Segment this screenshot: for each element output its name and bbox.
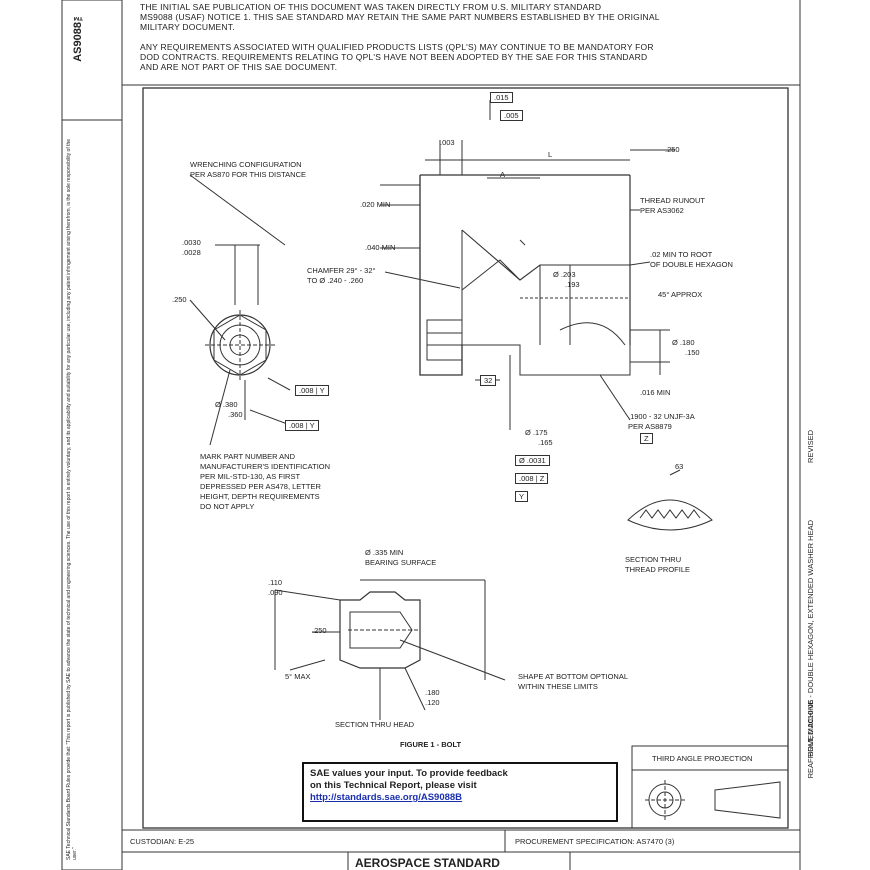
section-thread-label-2: THREAD PROFILE (625, 565, 691, 574)
dia-150: .150 (685, 348, 700, 357)
fcf-runout-1: .008 | Y (295, 385, 329, 396)
figure-caption: FIGURE 1 - BOLT (400, 740, 462, 749)
custodian: CUSTODIAN: E-25 (130, 837, 195, 846)
dim-0028: .0028 (182, 248, 201, 257)
doc-number-vertical: AS9088™ (72, 10, 84, 62)
header-note-3: MILITARY DOCUMENT. (140, 22, 235, 32)
section-head-label: SECTION THRU HEAD (335, 720, 415, 729)
dim-003: .003 (440, 138, 455, 147)
legal-notice: SAE Technical Standards Board Rules prov… (66, 138, 78, 860)
section-thread-label: SECTION THRU (625, 555, 682, 564)
dim-040min: .040 MIN (365, 243, 396, 252)
approx-note: 45° APPROX (658, 290, 703, 299)
fcf-runout-2: .008 | Y (285, 420, 319, 431)
header-note-6: AND ARE NOT PART OF THIS SAE DOCUMENT. (140, 62, 338, 72)
dia-360: .360 (228, 410, 243, 419)
dia-175: Ø .175 (525, 428, 548, 437)
root-note: .02 MIN TO ROOT (650, 250, 713, 259)
dia-203: Ø .203 (553, 270, 576, 279)
dim-0030: .0030 (182, 238, 201, 247)
shape-note: SHAPE AT BOTTOM OPTIONAL (518, 672, 629, 681)
header-note-4: ANY REQUIREMENTS ASSOCIATED WITH QUALIFI… (140, 42, 654, 52)
mark-note-5: HEIGHT, DEPTH REQUIREMENTS (200, 492, 320, 501)
dim-250-left: .250 (172, 295, 187, 304)
mark-note-4: DEPRESSED PER AS478, LETTER (200, 482, 321, 491)
dim-l: L (548, 150, 553, 159)
dim-63: 63 (675, 462, 684, 471)
dim-090: .090 (268, 588, 283, 597)
thread-spec: .1900 - 32 UNJF-3A (628, 412, 695, 421)
bearing-dia: Ø .335 MIN (365, 548, 404, 557)
shape-note-2: WITHIN THESE LIMITS (518, 682, 598, 691)
dia-165: .165 (538, 438, 553, 447)
header-note-1: THE INITIAL SAE PUBLICATION OF THIS DOCU… (140, 2, 602, 12)
projection-label: THIRD ANGLE PROJECTION (652, 754, 753, 763)
dim-016min: .016 MIN (640, 388, 671, 397)
rev-codes: REAFFIRMED 2010-06 (806, 700, 815, 779)
bearing-label: BEARING SURFACE (365, 558, 437, 567)
feedback-box: SAE values your input. To provide feedba… (302, 762, 618, 822)
fcf-b: .008 | Z (515, 473, 549, 484)
dia-180-right: Ø .180 (672, 338, 695, 347)
thread-runout-note: THREAD RUNOUT (640, 196, 705, 205)
procurement-spec: PROCUREMENT SPECIFICATION: AS7470 (3) (515, 837, 675, 846)
dim-250-top: .250 (665, 145, 680, 154)
feedback-line-2: on this Technical Report, please visit (310, 780, 477, 791)
fcf-c: Y (515, 491, 529, 502)
mark-note-6: DO NOT APPLY (200, 502, 255, 511)
dim-020min: .020 MIN (360, 200, 391, 209)
header-note-2: MS9088 (USAF) NOTICE 1. THIS SAE STANDAR… (140, 12, 660, 22)
mark-note-3: PER MIL-STD-130, AS FIRST (200, 472, 301, 481)
header-note-5: DoD CONTRACTS. REQUIREMENTS RELATING TO … (140, 52, 648, 62)
feedback-link[interactable]: http://standards.sae.org/AS9088B (310, 792, 463, 803)
mark-note-2: MANUFACTURER'S IDENTIFICATION (200, 462, 331, 471)
mark-note-1: MARK PART NUMBER AND (200, 452, 296, 461)
max-angle: 5° MAX (285, 672, 311, 681)
dia-193: .193 (565, 280, 580, 289)
root-note-2: OF DOUBLE HEXAGON (650, 260, 733, 269)
wrenching-note: WRENCHING CONFIGURATION (190, 160, 302, 169)
chamfer-note: CHAMFER 29° - 32° (307, 266, 376, 275)
wrenching-note-2: PER AS870 FOR THIS DISTANCE (190, 170, 307, 179)
chamfer-note-2: TO Ø .240 - .260 (307, 276, 364, 285)
fcf-a: Ø .0031 (515, 455, 550, 466)
dim-110: .110 (268, 578, 283, 587)
dim-250-head: .250 (312, 626, 327, 635)
dim-005: .005 (500, 110, 523, 121)
thread-spec-2: PER AS8879 (628, 422, 672, 431)
datum-z: Z (640, 433, 653, 444)
feedback-line-1: SAE values your input. To provide feedba… (310, 768, 508, 779)
aerospace-standard-title: AEROSPACE STANDARD (355, 856, 500, 870)
dim-120: .120 (425, 698, 440, 707)
revised-label: REVISED (806, 430, 815, 463)
dim-32: 32 (480, 375, 497, 386)
dim-a: A (500, 170, 506, 179)
thread-runout-note-2: PER AS3062 (640, 206, 684, 215)
dim-180: .180 (425, 688, 440, 697)
dia-380: Ø .380 (215, 400, 238, 409)
dim-015: .015 (490, 92, 513, 103)
